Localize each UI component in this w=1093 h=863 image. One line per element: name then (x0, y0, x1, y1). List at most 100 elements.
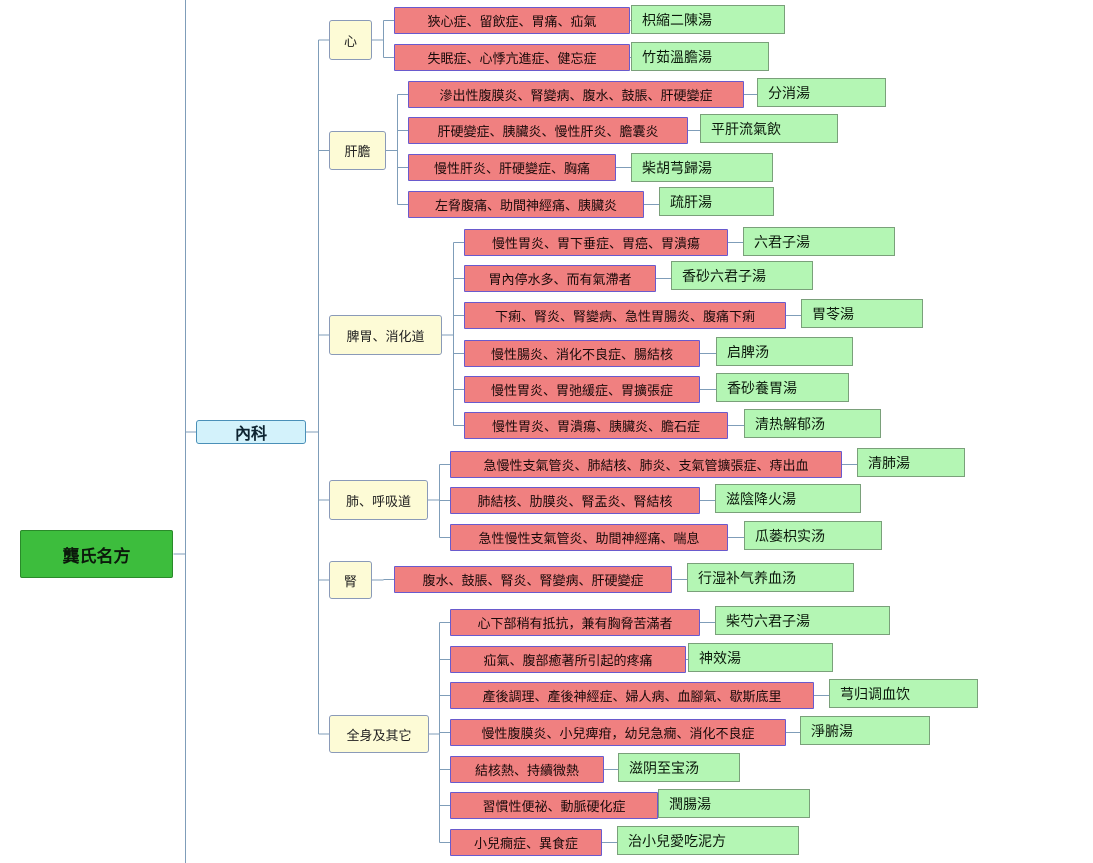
formula-node[interactable]: 瓜蒌枳实汤 (744, 521, 882, 550)
category-node[interactable]: 全身及其它 (329, 715, 429, 753)
formula-node[interactable]: 六君子湯 (743, 227, 895, 256)
category-node[interactable]: 肺、呼吸道 (329, 480, 428, 520)
formula-node[interactable]: 枳縮二陳湯 (631, 5, 785, 34)
formula-node[interactable]: 竹茹溫膽湯 (631, 42, 769, 71)
symptom-node[interactable]: 慢性腸炎、消化不良症、腸結核 (464, 340, 700, 367)
formula-node[interactable]: 分消湯 (757, 78, 886, 107)
category-node[interactable]: 腎 (329, 561, 372, 599)
formula-label: 疏肝湯 (670, 195, 712, 211)
symptom-label: 慢性胃炎、胃潰瘍、胰臟炎、膽石症 (491, 420, 700, 435)
symptom-node[interactable]: 慢性胃炎、胃潰瘍、胰臟炎、膽石症 (464, 412, 728, 439)
symptom-node[interactable]: 慢性肝炎、肝硬變症、胸痛 (408, 154, 616, 181)
symptom-node[interactable]: 左脅腹痛、助間神經痛、胰臟炎 (408, 191, 644, 218)
symptom-label: 失眠症、心悸亢進症、健忘症 (427, 52, 597, 67)
formula-label: 平肝流氣飲 (711, 122, 781, 138)
formula-node[interactable]: 启脾汤 (716, 337, 853, 366)
symptom-label: 習慣性便祕、動脈硬化症 (482, 800, 626, 815)
category-node[interactable]: 心 (329, 20, 372, 60)
symptom-label: 滲出性腹膜炎、腎變病、腹水、鼓脹、肝硬變症 (439, 89, 713, 104)
symptom-node[interactable]: 胃內停水多、而有氣滯者 (464, 265, 656, 292)
formula-node[interactable]: 神效湯 (688, 643, 833, 672)
symptom-label: 慢性胃炎、胃弛緩症、胃擴張症 (490, 384, 673, 399)
symptom-label: 慢性肝炎、肝硬變症、胸痛 (433, 162, 590, 177)
formula-label: 竹茹溫膽湯 (642, 50, 712, 66)
category-node[interactable]: 肝膽 (329, 131, 386, 170)
formula-label: 分消湯 (768, 86, 810, 102)
symptom-node[interactable]: 慢性腹膜炎、小兒痺疳，幼兒急癇、消化不良症 (450, 719, 786, 746)
symptom-node[interactable]: 下痢、腎炎、腎變病、急性胃腸炎、腹痛下痢 (464, 302, 786, 329)
symptom-node[interactable]: 小兒癇症、異食症 (450, 829, 602, 856)
department-label: 內科 (234, 424, 267, 443)
symptom-label: 急慢性支氣管炎、肺結核、肺炎、支氣管擴張症、痔出血 (483, 459, 809, 474)
formula-node[interactable]: 柴胡芎歸湯 (631, 153, 773, 182)
department-node[interactable]: 內科 (196, 420, 306, 444)
formula-node[interactable]: 行湿补气养血汤 (687, 563, 854, 592)
symptom-label: 小兒癇症、異食症 (473, 837, 578, 852)
formula-label: 清肺湯 (868, 456, 910, 472)
symptom-node[interactable]: 慢性胃炎、胃下垂症、胃癌、胃潰瘍 (464, 229, 728, 256)
category-label: 肝膽 (344, 145, 371, 160)
formula-label: 芎归调血饮 (840, 687, 910, 703)
symptom-node[interactable]: 腹水、鼓脹、腎炎、腎變病、肝硬變症 (394, 566, 672, 593)
symptom-node[interactable]: 結核熱、持續微熱 (450, 756, 604, 783)
symptom-label: 肝硬變症、胰臟炎、慢性肝炎、膽囊炎 (437, 125, 659, 140)
category-label: 全身及其它 (346, 728, 412, 744)
formula-label: 启脾汤 (727, 345, 769, 361)
formula-label: 柴胡芎歸湯 (642, 161, 712, 177)
formula-node[interactable]: 芎归调血饮 (829, 679, 978, 708)
formula-label: 行湿补气养血汤 (698, 571, 796, 587)
formula-label: 柴芍六君子湯 (726, 614, 810, 630)
symptom-node[interactable]: 疝氣、腹部癒著所引起的疼痛 (450, 646, 686, 673)
formula-node[interactable]: 潤腸湯 (658, 789, 810, 818)
root-node[interactable]: 龔氏名方 (20, 530, 173, 578)
formula-node[interactable]: 疏肝湯 (659, 187, 774, 216)
symptom-label: 胃內停水多、而有氣滯者 (488, 273, 632, 288)
symptom-label: 肺結核、肋膜炎、腎盂炎、腎結核 (477, 495, 673, 510)
formula-node[interactable]: 滋陰降火湯 (715, 484, 861, 513)
formula-node[interactable]: 香砂六君子湯 (671, 261, 813, 290)
formula-node[interactable]: 滋阴至宝汤 (618, 753, 740, 782)
symptom-node[interactable]: 狹心症、留飲症、胃痛、疝氣 (394, 7, 630, 34)
formula-node[interactable]: 胃苓湯 (801, 299, 923, 328)
symptom-node[interactable]: 產後調理、產後神經症、婦人病、血腳氣、歇斯底里 (450, 682, 814, 709)
symptom-label: 結核熱、持續微熱 (474, 764, 579, 779)
symptom-node[interactable]: 慢性胃炎、胃弛緩症、胃擴張症 (464, 376, 700, 403)
symptom-label: 左脅腹痛、助間神經痛、胰臟炎 (434, 199, 617, 214)
formula-node[interactable]: 治小兒愛吃泥方 (617, 826, 799, 855)
symptom-label: 狹心症、留飲症、胃痛、疝氣 (427, 15, 597, 30)
formula-label: 瓜蒌枳实汤 (755, 529, 825, 545)
symptom-node[interactable]: 失眠症、心悸亢進症、健忘症 (394, 44, 630, 71)
formula-label: 神效湯 (699, 651, 741, 667)
formula-node[interactable]: 淨腑湯 (800, 716, 930, 745)
formula-node[interactable]: 清热解郁汤 (744, 409, 881, 438)
formula-label: 清热解郁汤 (755, 417, 825, 433)
symptom-node[interactable]: 肺結核、肋膜炎、腎盂炎、腎結核 (450, 487, 700, 514)
symptom-node[interactable]: 急慢性支氣管炎、肺結核、肺炎、支氣管擴張症、痔出血 (450, 451, 842, 478)
formula-label: 香砂養胃湯 (727, 381, 797, 397)
formula-node[interactable]: 香砂養胃湯 (716, 373, 849, 402)
symptom-label: 疝氣、腹部癒著所引起的疼痛 (483, 654, 653, 669)
symptom-label: 腹水、鼓脹、腎炎、腎變病、肝硬變症 (422, 574, 644, 589)
symptom-node[interactable]: 急性慢性支氣管炎、助間神經痛、喘息 (450, 524, 728, 551)
formula-node[interactable]: 平肝流氣飲 (700, 114, 838, 143)
symptom-label: 產後調理、產後神經症、婦人病、血腳氣、歇斯底里 (482, 690, 782, 705)
symptom-node[interactable]: 習慣性便祕、動脈硬化症 (450, 792, 658, 819)
symptom-label: 慢性腸炎、消化不良症、腸結核 (490, 348, 673, 363)
category-node[interactable]: 脾胃、消化道 (329, 315, 442, 355)
formula-label: 六君子湯 (754, 235, 810, 251)
symptom-node[interactable]: 滲出性腹膜炎、腎變病、腹水、鼓脹、肝硬變症 (408, 81, 744, 108)
formula-node[interactable]: 柴芍六君子湯 (715, 606, 890, 635)
formula-label: 治小兒愛吃泥方 (628, 834, 726, 850)
formula-label: 香砂六君子湯 (682, 269, 766, 285)
formula-node[interactable]: 清肺湯 (857, 448, 965, 477)
category-label: 肺、呼吸道 (345, 494, 411, 510)
category-label: 腎 (343, 574, 357, 590)
formula-label: 淨腑湯 (811, 724, 853, 740)
formula-label: 枳縮二陳湯 (642, 13, 712, 29)
symptom-node[interactable]: 肝硬變症、胰臟炎、慢性肝炎、膽囊炎 (408, 117, 688, 144)
symptom-label: 心下部稍有抵抗，兼有胸脅苦滿者 (477, 617, 673, 632)
symptom-node[interactable]: 心下部稍有抵抗，兼有胸脅苦滿者 (450, 609, 700, 636)
symptom-label: 慢性胃炎、胃下垂症、胃癌、胃潰瘍 (491, 237, 700, 252)
